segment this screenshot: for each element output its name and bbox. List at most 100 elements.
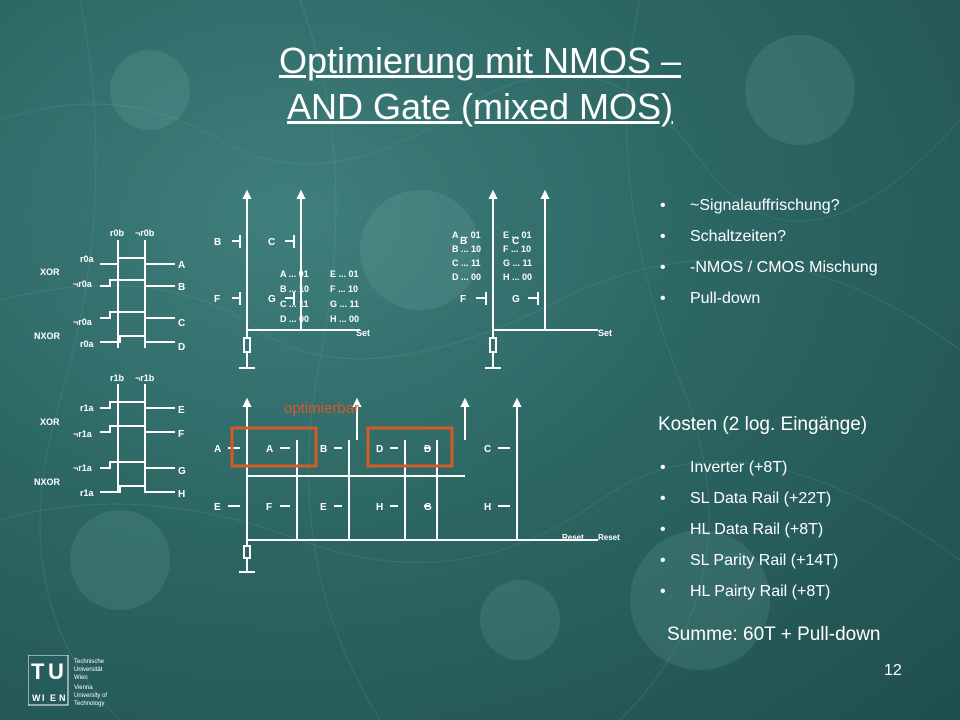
svg-text:T: T	[31, 659, 45, 684]
svg-text:Vienna: Vienna	[74, 685, 93, 691]
set-label: Set	[598, 328, 612, 338]
code-table-entry: C ... 11	[452, 258, 481, 268]
code-table-entry: E ... 01	[503, 230, 532, 240]
svg-text:Technology: Technology	[74, 701, 104, 707]
transistor-label: B	[214, 237, 221, 248]
output-label: A	[178, 260, 185, 271]
title-line-2: AND Gate (mixed MOS)	[286, 86, 674, 127]
svg-text:University of: University of	[74, 693, 107, 699]
svg-text:I: I	[42, 693, 45, 703]
signal-tag: r0b	[110, 228, 125, 238]
svg-text:Wien: Wien	[74, 675, 88, 681]
transistor-label: A	[266, 444, 273, 455]
transistor-label: F	[214, 294, 220, 305]
cost-sum: Summe: 60T + Pull-down	[667, 624, 881, 645]
code-table-entry: C ... 11	[280, 299, 309, 309]
page-number: 12	[884, 662, 902, 679]
set-label: Set	[356, 328, 370, 338]
code-table-entry: A ... 01	[280, 269, 309, 279]
signal-tag: ¬r0b	[135, 228, 155, 238]
costs-heading: Kosten (2 log. Eingänge)	[658, 414, 868, 435]
code-table-entry: G ... 11	[330, 299, 359, 309]
transistor-label: B	[320, 444, 327, 455]
signal-tag: ¬r0a	[73, 317, 93, 327]
reset-label: Reset	[598, 533, 620, 542]
transistor-label: D	[424, 444, 431, 455]
transistor-label: C	[512, 236, 519, 247]
question-bullet-list: ~Signalauffrischung? Schaltzeiten? -NMOS…	[658, 196, 878, 320]
output-label: C	[178, 318, 185, 329]
transistor-label: G	[424, 502, 432, 513]
output-label: F	[178, 429, 184, 440]
slide-title: Optimierung mit NMOS – AND Gate (mixed M…	[0, 38, 960, 130]
transistor-label: E	[320, 502, 327, 513]
transistor-label: F	[266, 502, 272, 513]
signal-tag: ¬r1a	[73, 429, 93, 439]
code-table-entry: B ... 10	[280, 284, 309, 294]
svg-text:N: N	[59, 693, 66, 703]
transistor-label: D	[376, 444, 383, 455]
cost-item: Inverter (+8T)	[658, 458, 838, 489]
signal-tag: ¬r1b	[135, 373, 155, 383]
code-table-entry: H ... 00	[330, 314, 359, 324]
svg-text:W: W	[32, 693, 41, 703]
parity-rail	[228, 397, 598, 573]
xor-label: XOR	[40, 417, 60, 427]
nxor-label: NXOR	[34, 331, 61, 341]
code-table-entry: F ... 10	[503, 244, 531, 254]
transistor-label: E	[214, 502, 221, 513]
signal-tag: r0a	[80, 254, 95, 264]
code-table-entry: F ... 10	[330, 284, 358, 294]
cost-item: HL Data Rail (+8T)	[658, 520, 838, 551]
svg-text:E: E	[50, 693, 56, 703]
output-label: H	[178, 489, 185, 500]
code-table-entry: H ... 00	[503, 272, 532, 282]
transistor-label: C	[268, 237, 275, 248]
transistor-label: B	[460, 236, 467, 247]
transistor-label: A	[214, 444, 221, 455]
signal-tag: ¬r0a	[73, 279, 93, 289]
xor-network-bottom	[100, 384, 175, 493]
signal-tag: r0a	[80, 339, 95, 349]
cost-item: SL Data Rail (+22T)	[658, 489, 838, 520]
transistor-label: H	[376, 502, 383, 513]
output-label: E	[178, 405, 185, 416]
signal-tag: r1b	[110, 373, 125, 383]
bullet-item: -NMOS / CMOS Mischung	[658, 258, 878, 289]
signal-tag: r1a	[80, 488, 95, 498]
signal-tag: ¬r1a	[73, 463, 93, 473]
transistor-label: C	[484, 444, 491, 455]
transistor-label: F	[460, 294, 466, 305]
xor-network-top	[100, 240, 175, 348]
transistor-label: G	[268, 294, 276, 305]
tu-wien-logo: T U W I E N Technische Universität Wien …	[28, 655, 107, 707]
svg-text:U: U	[48, 659, 64, 684]
hl-data-rail	[476, 189, 598, 369]
signal-tag: r1a	[80, 403, 95, 413]
optimierbar-highlight-box	[366, 426, 454, 468]
nxor-label: NXOR	[34, 477, 61, 487]
code-table-entry: E ... 01	[330, 269, 359, 279]
output-label: B	[178, 282, 185, 293]
cost-item: HL Pairty Rail (+8T)	[658, 582, 838, 613]
svg-text:Universität: Universität	[74, 667, 103, 673]
bullet-item: ~Signalauffrischung?	[658, 196, 878, 227]
sl-data-rail	[232, 189, 360, 369]
xor-label: XOR	[40, 267, 60, 277]
svg-text:Technische: Technische	[74, 659, 105, 665]
code-table-entry: D ... 00	[452, 272, 481, 282]
costs-bullet-list: Inverter (+8T) SL Data Rail (+22T) HL Da…	[658, 458, 838, 613]
code-table-entry: D ... 00	[280, 314, 309, 324]
transistor-label: G	[512, 294, 520, 305]
cost-item: SL Parity Rail (+14T)	[658, 551, 838, 582]
reset-label: Reset	[562, 533, 584, 542]
code-table-entry: G ... 11	[503, 258, 532, 268]
bullet-item: Pull-down	[658, 289, 878, 320]
title-line-1: Optimierung mit NMOS –	[278, 40, 682, 81]
code-table-entry: B ... 10	[452, 244, 481, 254]
output-label: D	[178, 342, 185, 353]
optimierbar-label: optimierbar	[284, 400, 360, 417]
optimierbar-highlight-box	[230, 426, 318, 468]
code-table-entry: A ... 01	[452, 230, 481, 240]
bullet-item: Schaltzeiten?	[658, 227, 878, 258]
